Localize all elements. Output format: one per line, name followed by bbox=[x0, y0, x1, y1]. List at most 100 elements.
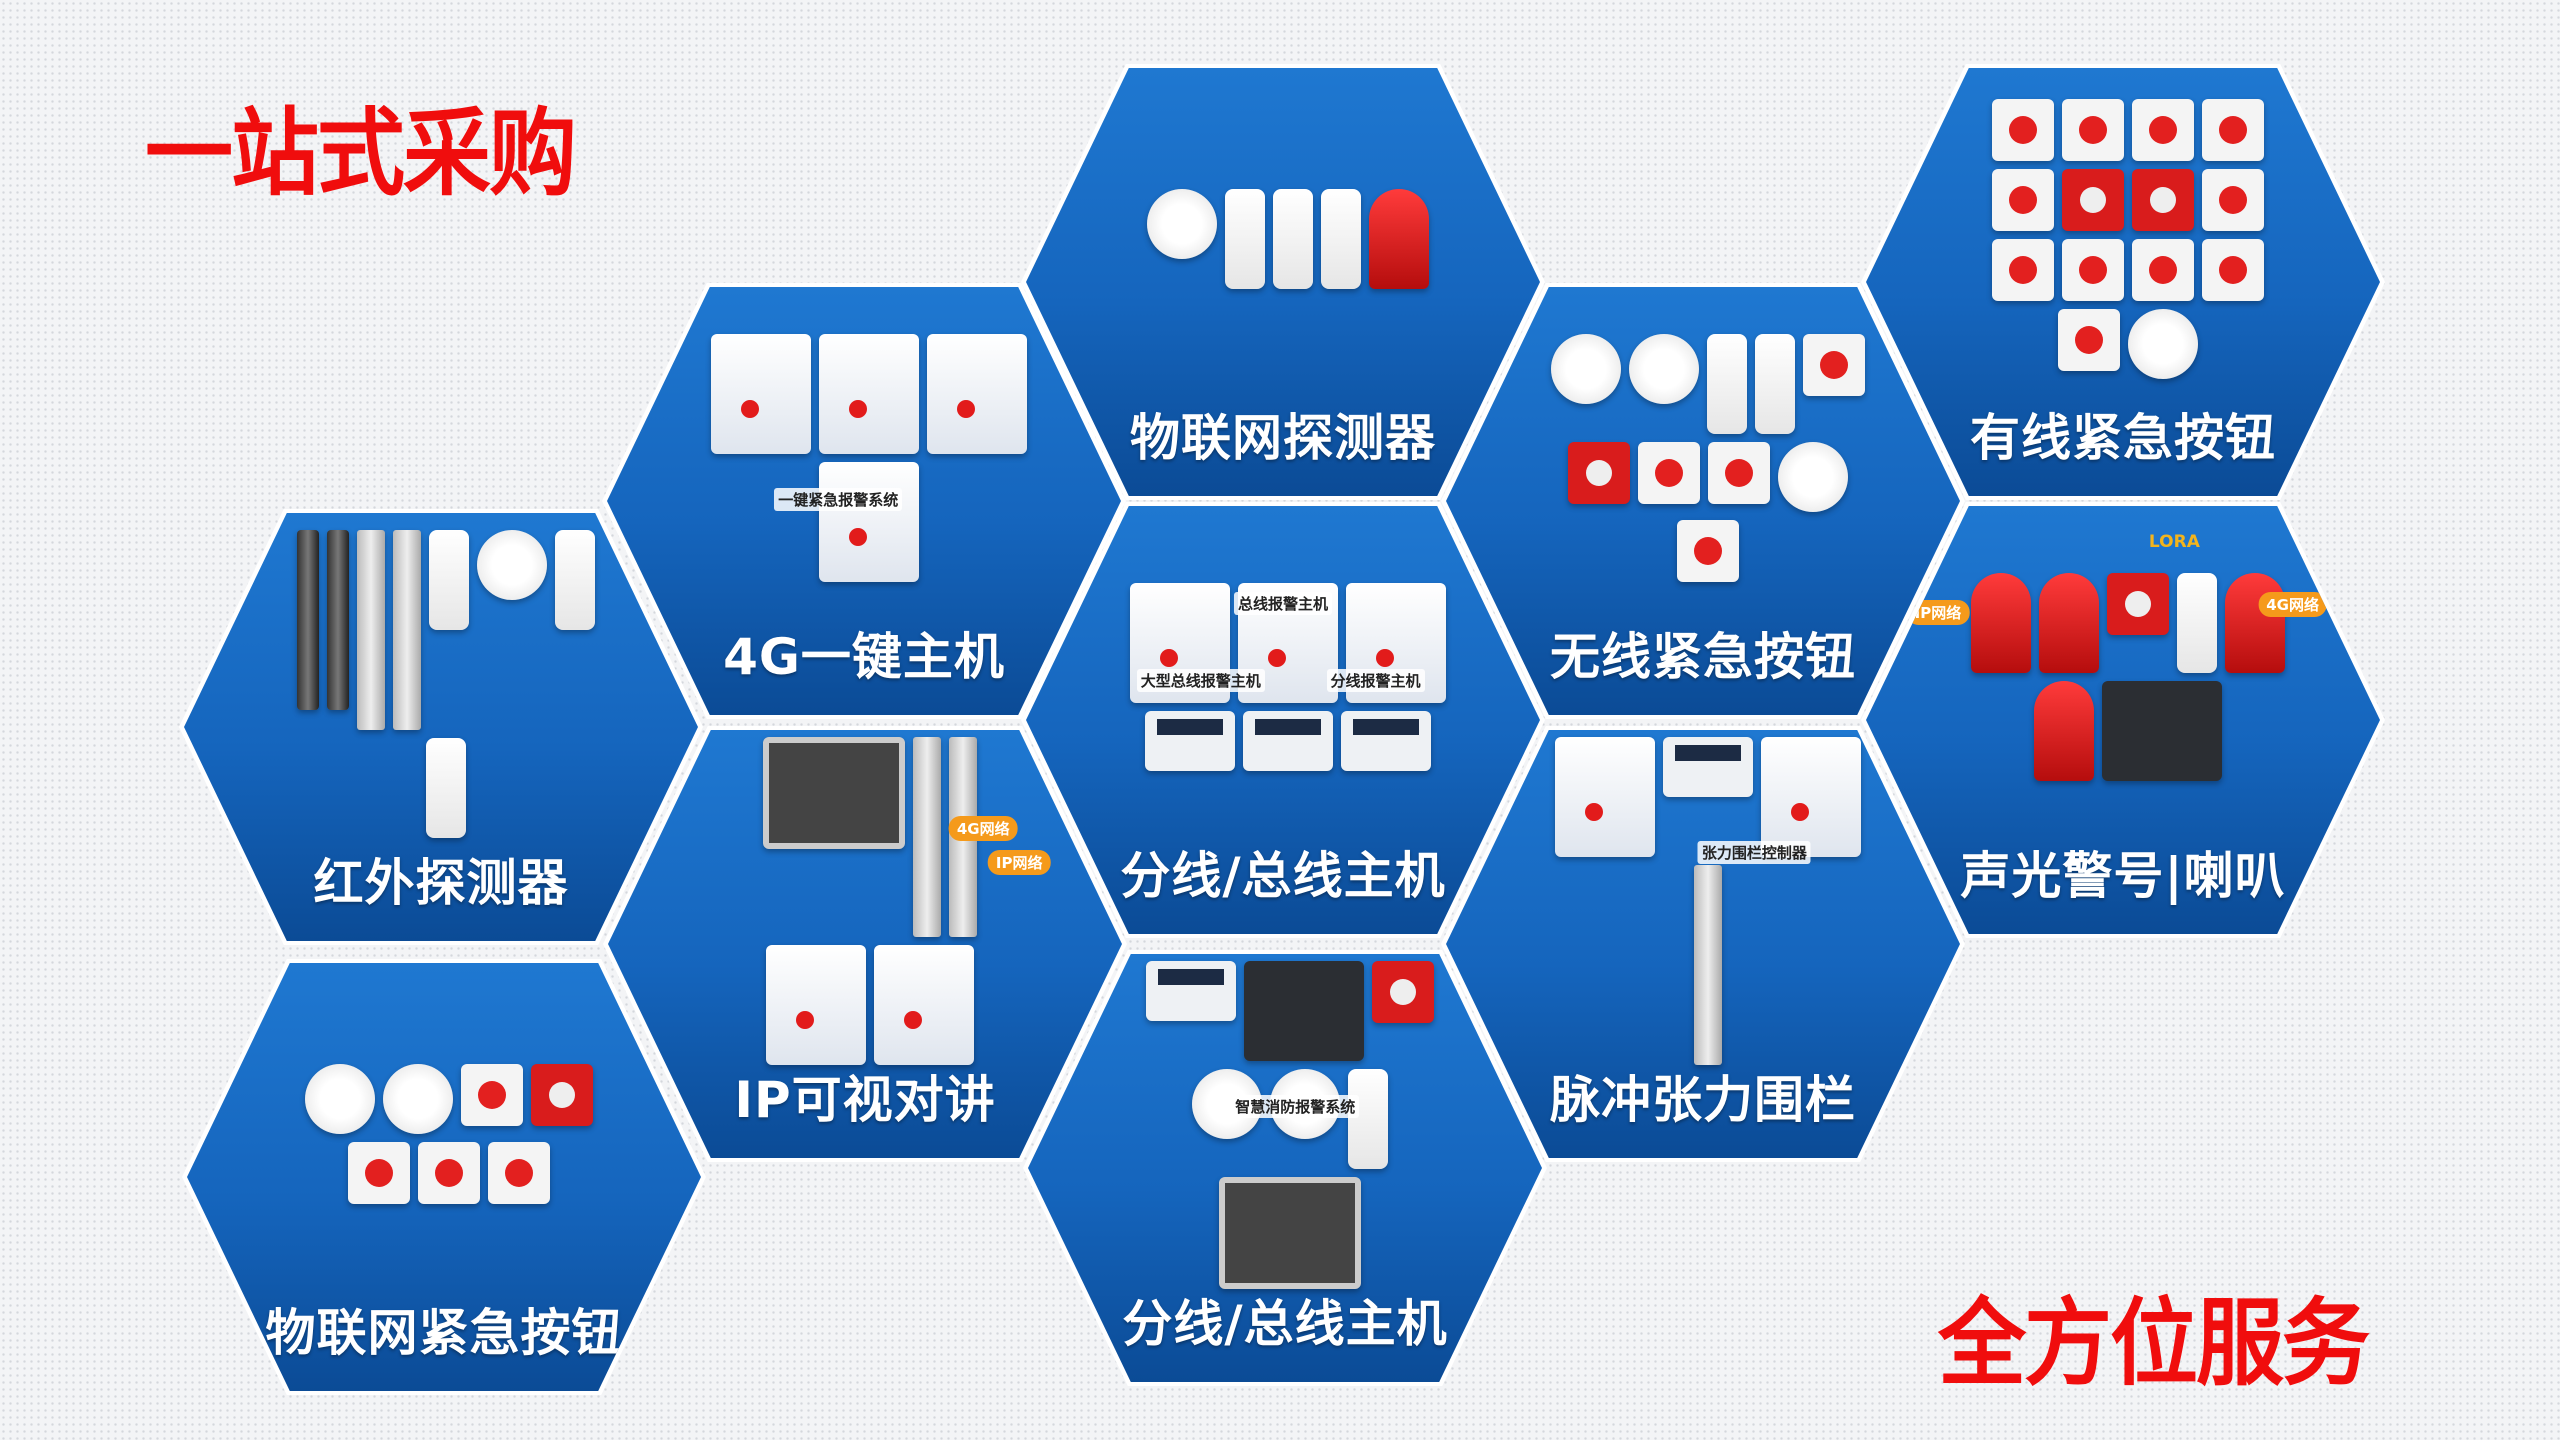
product-button-image bbox=[2062, 239, 2125, 302]
product-pole-image bbox=[327, 530, 350, 711]
product-button-image bbox=[1803, 334, 1866, 397]
category-label: 分线/总线主机 bbox=[1122, 1295, 1448, 1353]
product-pole-image bbox=[297, 530, 320, 711]
product-screen-image bbox=[1219, 1177, 1362, 1290]
product-siren-image bbox=[1369, 189, 1430, 290]
product-detector-image bbox=[555, 530, 596, 631]
hexagon-background: 物联网探测器 bbox=[1026, 68, 1540, 496]
product-tag: IP网络 bbox=[1906, 600, 1970, 626]
hexagon-background: 一键紧急报警系统 4G一键主机 bbox=[607, 287, 1121, 715]
product-redbox-image bbox=[1372, 961, 1435, 1024]
product-button-image bbox=[1992, 239, 2055, 302]
product-detector-image bbox=[1321, 189, 1362, 290]
product-images bbox=[710, 317, 1029, 599]
product-round-image bbox=[1629, 334, 1700, 405]
product-images bbox=[1549, 317, 1868, 599]
category-tile-wired-button[interactable]: 有线紧急按钮 bbox=[1861, 64, 2385, 500]
product-button-image bbox=[1992, 99, 2055, 162]
product-tag: 4G网络 bbox=[948, 815, 1018, 841]
product-detector-image bbox=[1273, 189, 1314, 290]
product-screen-image bbox=[763, 737, 906, 850]
product-tag: LORA bbox=[2148, 531, 2200, 552]
category-tile-bus-host-2[interactable]: 智慧消防报警系统分线/总线主机 bbox=[1023, 950, 1547, 1386]
product-tag: 智慧消防报警系统 bbox=[1231, 1095, 1360, 1119]
product-button-image bbox=[1708, 442, 1771, 505]
product-detector-image bbox=[1348, 1069, 1389, 1170]
product-panel-image bbox=[874, 945, 975, 1066]
product-button-image bbox=[2202, 99, 2265, 162]
hexagon-background: 有线紧急按钮 bbox=[1866, 68, 2380, 496]
product-keypad-image bbox=[1243, 711, 1334, 772]
product-redbox-image bbox=[531, 1064, 594, 1127]
product-panel-image bbox=[819, 334, 920, 455]
product-siren-image bbox=[2225, 573, 2286, 674]
product-round-image bbox=[477, 530, 548, 601]
product-detector-image bbox=[1707, 334, 1748, 435]
category-tile-iot-detector[interactable]: 物联网探测器 bbox=[1021, 64, 1545, 500]
product-detector-image bbox=[429, 530, 470, 631]
product-tall-image bbox=[357, 530, 386, 731]
category-tile-siren-horn[interactable]: LORA IP网络 4G网络声光警号|喇叭 bbox=[1861, 502, 2385, 938]
category-label: 脉冲张力围栏 bbox=[1550, 1071, 1856, 1129]
product-round-image bbox=[305, 1064, 376, 1135]
product-tag: 一键紧急报警系统 bbox=[774, 488, 903, 512]
hexagon-background: 张力围栏控制器脉冲张力围栏 bbox=[1446, 730, 1960, 1158]
category-label: 物联网探测器 bbox=[1130, 409, 1436, 467]
product-siren-image bbox=[2034, 681, 2095, 782]
product-round-image bbox=[1551, 334, 1622, 405]
category-label: 声光警号|喇叭 bbox=[1960, 847, 2286, 905]
category-tile-iot-button[interactable]: 物联网紧急按钮 bbox=[182, 959, 706, 1395]
category-tile-4g-host[interactable]: 一键紧急报警系统 4G一键主机 bbox=[602, 283, 1126, 719]
product-round-image bbox=[383, 1064, 454, 1135]
product-tall-image bbox=[393, 530, 422, 731]
product-dark-image bbox=[1244, 961, 1365, 1062]
product-tag: 张力围栏控制器 bbox=[1697, 841, 1811, 865]
product-panel-image bbox=[819, 462, 920, 583]
product-keypad-image bbox=[1341, 711, 1432, 772]
hexagon-background: 大型总线报警主机总线报警主机分线报警主机分线/总线主机 bbox=[1026, 506, 1540, 934]
product-panel-image bbox=[1555, 737, 1656, 858]
category-tile-bus-host[interactable]: 大型总线报警主机总线报警主机分线报警主机分线/总线主机 bbox=[1021, 502, 1545, 938]
product-siren-image bbox=[1971, 573, 2032, 674]
product-detector-image bbox=[1755, 334, 1796, 435]
product-keypad-image bbox=[1146, 961, 1237, 1022]
product-images bbox=[1969, 98, 2288, 380]
category-label: 4G一键主机 bbox=[723, 628, 1005, 686]
product-button-image bbox=[2062, 99, 2125, 162]
category-tile-infrared[interactable]: 红外探测器 bbox=[179, 509, 703, 945]
product-redbox-image bbox=[2062, 169, 2125, 232]
product-images bbox=[1129, 98, 1448, 380]
product-dark-image bbox=[2102, 681, 2223, 782]
product-keypad-image bbox=[1145, 711, 1236, 772]
product-button-image bbox=[488, 1142, 551, 1205]
product-images bbox=[1131, 961, 1450, 1290]
product-button-image bbox=[348, 1142, 411, 1205]
product-tag: 分线报警主机 bbox=[1326, 668, 1425, 692]
product-detector-image bbox=[1225, 189, 1266, 290]
category-tile-pulse-fence[interactable]: 张力围栏控制器脉冲张力围栏 bbox=[1441, 726, 1965, 1162]
product-button-image bbox=[2132, 239, 2195, 302]
product-button-image bbox=[2202, 239, 2265, 302]
hexagon-background: 无线紧急按钮 bbox=[1446, 287, 1960, 715]
product-tag: 4G网络 bbox=[2258, 591, 2327, 617]
product-keypad-image bbox=[1663, 737, 1754, 798]
product-round-image bbox=[2128, 309, 2199, 380]
category-label: 物联网紧急按钮 bbox=[265, 1304, 623, 1362]
category-label: 有线紧急按钮 bbox=[1970, 409, 2276, 467]
product-images bbox=[287, 530, 606, 839]
product-tall-image bbox=[1694, 865, 1723, 1066]
category-tile-wireless-button[interactable]: 无线紧急按钮 bbox=[1441, 283, 1965, 719]
product-panel-image bbox=[711, 334, 812, 455]
product-images bbox=[290, 993, 609, 1275]
product-redbox-image bbox=[1568, 442, 1631, 505]
hexagon-background: 物联网紧急按钮 bbox=[187, 963, 701, 1391]
product-button-image bbox=[2132, 99, 2195, 162]
product-button-image bbox=[1638, 442, 1701, 505]
headline-one-stop-purchase: 一站式采购 bbox=[145, 97, 577, 209]
product-tall-image bbox=[913, 737, 942, 938]
product-images bbox=[1549, 737, 1868, 1066]
product-detector-image bbox=[426, 738, 467, 839]
product-images bbox=[1969, 536, 2288, 818]
